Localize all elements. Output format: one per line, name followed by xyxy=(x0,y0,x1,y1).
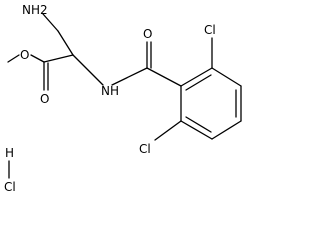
ester-oxygen-label: O xyxy=(20,48,29,62)
amide-nitrogen-label: NH xyxy=(101,84,119,98)
hcl-hydrogen-label: H xyxy=(5,146,14,160)
ring-inner-bond-c xyxy=(185,116,212,133)
bond-ring-cl-bottom xyxy=(154,120,182,141)
ring-bond-4 xyxy=(211,120,242,140)
ring-bond-1 xyxy=(180,67,213,87)
hcl-chlorine-label: Cl xyxy=(4,180,16,194)
bond-amide-c-ring xyxy=(146,67,182,87)
chlorine-top-label: Cl xyxy=(204,23,216,37)
bond-calpha-ester-c xyxy=(43,54,74,63)
bond-o-methyl xyxy=(7,54,20,63)
bond-ch2-calpha xyxy=(57,30,74,56)
ring-inner-bond-a xyxy=(185,74,212,91)
benzene-ring xyxy=(180,67,242,140)
bond-nh2-ch2 xyxy=(42,13,59,32)
structure-diagram: NH2 O O NH O Cl Cl H Cl xyxy=(4,3,242,194)
bond-ester-c-o xyxy=(30,54,45,63)
substituent-bonds xyxy=(154,37,213,141)
bond-calpha-nh xyxy=(72,54,104,86)
ester-carbonyl-oxygen-label: O xyxy=(40,92,49,106)
amine-label: NH2 xyxy=(22,3,48,17)
bond-nh-amide-c xyxy=(111,67,148,86)
chlorine-bottom-label: Cl xyxy=(139,142,151,156)
amide-carbonyl-oxygen-label: O xyxy=(143,27,152,41)
ring-bond-2 xyxy=(211,67,242,87)
ring-bond-5 xyxy=(180,120,213,140)
backbone-bonds xyxy=(7,13,182,91)
